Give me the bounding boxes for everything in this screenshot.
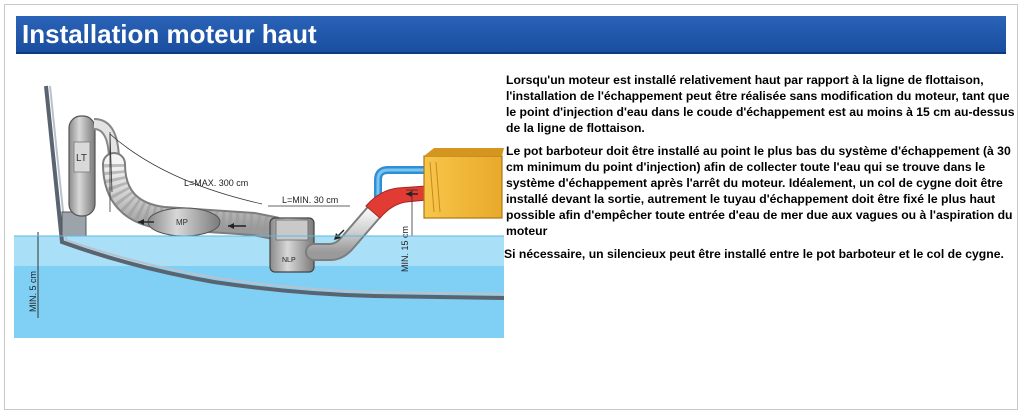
l-max-dim-arc: [109, 133, 263, 205]
flow-arrowhead-elbow: [406, 191, 412, 197]
installation-diagram: MIN. 5 cm LT MP L=MAX. 300 cm L=MIN. 30 …: [14, 72, 505, 338]
engine-rib-1: [429, 161, 435, 213]
flow-arrowhead-left-2: [228, 223, 234, 229]
riser-hose-fill: [307, 205, 381, 259]
paragraph-2: Le pot barboteur doit être installé au p…: [506, 144, 1013, 238]
engine-top: [424, 148, 504, 156]
nlp-top: [275, 219, 309, 241]
l-max-label: L=MAX. 300 cm: [184, 178, 248, 188]
paragraph-3: Si nécessaire, un silencieux peut être i…: [504, 247, 1004, 261]
mp-label: MP: [176, 218, 188, 227]
engine-rib-2: [435, 161, 441, 213]
page-title: Installation moteur haut: [22, 19, 317, 49]
water-surface-band: [14, 236, 504, 266]
l-max-leader: [109, 133, 113, 193]
paragraph-1: Lorsqu'un moteur est installé relativeme…: [506, 73, 1015, 135]
l-min-label: L=MIN. 30 cm: [282, 195, 338, 205]
engine-block: [423, 155, 503, 219]
cold-water-pipe-highlight: [376, 168, 424, 204]
title-bar: Installation moteur haut: [16, 16, 1006, 54]
hull-line-inner: [49, 85, 505, 295]
flow-arrowhead-left-1: [138, 219, 144, 225]
description-text: Lorsqu'un moteur est installé relativeme…: [504, 72, 1018, 269]
hull-line: [44, 85, 505, 300]
min-5-label: MIN. 5 cm: [28, 271, 38, 312]
nlp-label: NLP: [282, 257, 296, 264]
lt-plate: [73, 141, 91, 173]
diagram-svg: MIN. 5 cm LT MP L=MAX. 300 cm L=MIN. 30 …: [14, 85, 505, 338]
min-15-label: MIN. 15 cm: [400, 226, 410, 272]
lt-label: LT: [76, 153, 87, 164]
